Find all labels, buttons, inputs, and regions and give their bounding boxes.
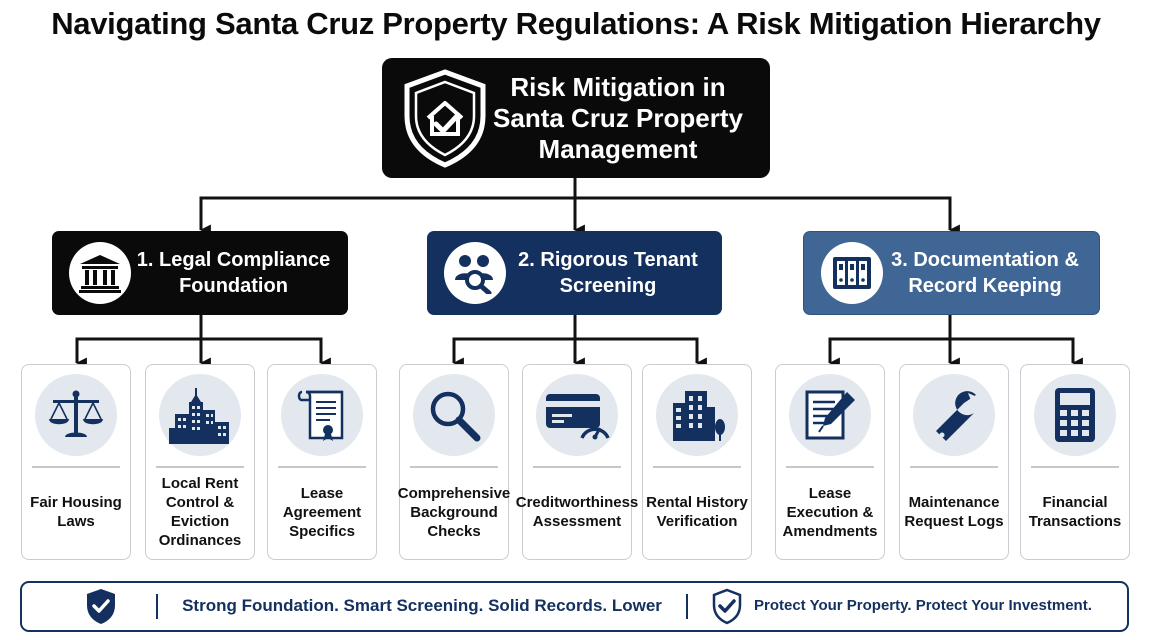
category-tenant-screening: 2. Rigorous Tenant Screening: [427, 231, 722, 315]
apartment-building-icon: [656, 374, 738, 456]
card-divider: [1031, 466, 1119, 468]
people-search-icon: [444, 242, 506, 304]
card-label: Financial Transactions: [1028, 494, 1122, 530]
category-documentation: 3. Documentation & Record Keeping: [803, 231, 1100, 315]
binders-icon: [821, 242, 883, 304]
document-pen-icon: [789, 374, 871, 456]
tagline-banner: Strong Foundation. Smart Screening. Soli…: [20, 581, 1129, 632]
card-divider: [32, 466, 120, 468]
magnifier-icon: [413, 374, 495, 456]
card-label: Maintenance Request Logs: [904, 494, 1004, 530]
category-legal-compliance: 1. Legal Compliance Foundation: [52, 231, 348, 315]
calculator-icon: [1034, 374, 1116, 456]
card-label: Local Rent Control & Eviction Ordinances: [158, 475, 242, 549]
card-label: Comprehensive Background Checks: [397, 484, 511, 540]
banner-separator: [156, 594, 158, 619]
card-background-checks: Comprehensive Background Checks: [397, 364, 511, 560]
card-divider: [533, 466, 621, 468]
card-divider: [653, 466, 741, 468]
root-node: Risk Mitigation in Santa Cruz Property M…: [382, 58, 770, 178]
shield-check-icon: [87, 589, 115, 624]
card-financial-transactions: Financial Transactions: [1020, 364, 1130, 560]
root-label: Risk Mitigation in Santa Cruz Property M…: [493, 71, 743, 164]
banner-tagline: Strong Foundation. Smart Screening. Soli…: [182, 596, 662, 615]
card-divider: [156, 466, 244, 468]
card-lease-agreement: Lease Agreement Specifics: [267, 364, 377, 560]
shield-check-outline-icon: [712, 588, 742, 625]
card-divider: [410, 466, 498, 468]
category-label: 1. Legal Compliance Foundation: [136, 249, 331, 297]
credit-card-gauge-icon: [536, 374, 618, 456]
card-rental-history: Rental History Verification: [642, 364, 752, 560]
card-label: Lease Execution & Amendments: [782, 484, 878, 540]
city-buildings-icon: [159, 374, 241, 456]
card-divider: [786, 466, 874, 468]
wrench-icon: [913, 374, 995, 456]
card-label: Fair Housing Laws: [30, 494, 122, 530]
scales-icon: [35, 374, 117, 456]
card-lease-execution: Lease Execution & Amendments: [775, 364, 885, 560]
card-rent-control: Local Rent Control & Eviction Ordinances: [145, 364, 255, 560]
category-label: 2. Rigorous Tenant Screening: [518, 249, 698, 297]
category-label: 3. Documentation & Record Keeping: [891, 249, 1079, 297]
card-label: Rental History Verification: [646, 494, 748, 530]
card-creditworthiness: Creditworthiness Assessment: [515, 364, 639, 560]
shield-home-check-icon: [404, 69, 486, 168]
card-label: Creditworthiness Assessment: [515, 494, 639, 530]
banner-slogan: Protect Your Property. Protect Your Inve…: [754, 597, 1092, 614]
card-divider: [278, 466, 366, 468]
card-maintenance-logs: Maintenance Request Logs: [899, 364, 1009, 560]
card-fair-housing-laws: Fair Housing Laws: [21, 364, 131, 560]
card-divider: [910, 466, 998, 468]
banner-separator: [686, 594, 688, 619]
courthouse-icon: [69, 242, 131, 304]
scroll-icon: [281, 374, 363, 456]
diagram-title: Navigating Santa Cruz Property Regulatio…: [51, 6, 1101, 41]
card-label: Lease Agreement Specifics: [282, 484, 362, 540]
